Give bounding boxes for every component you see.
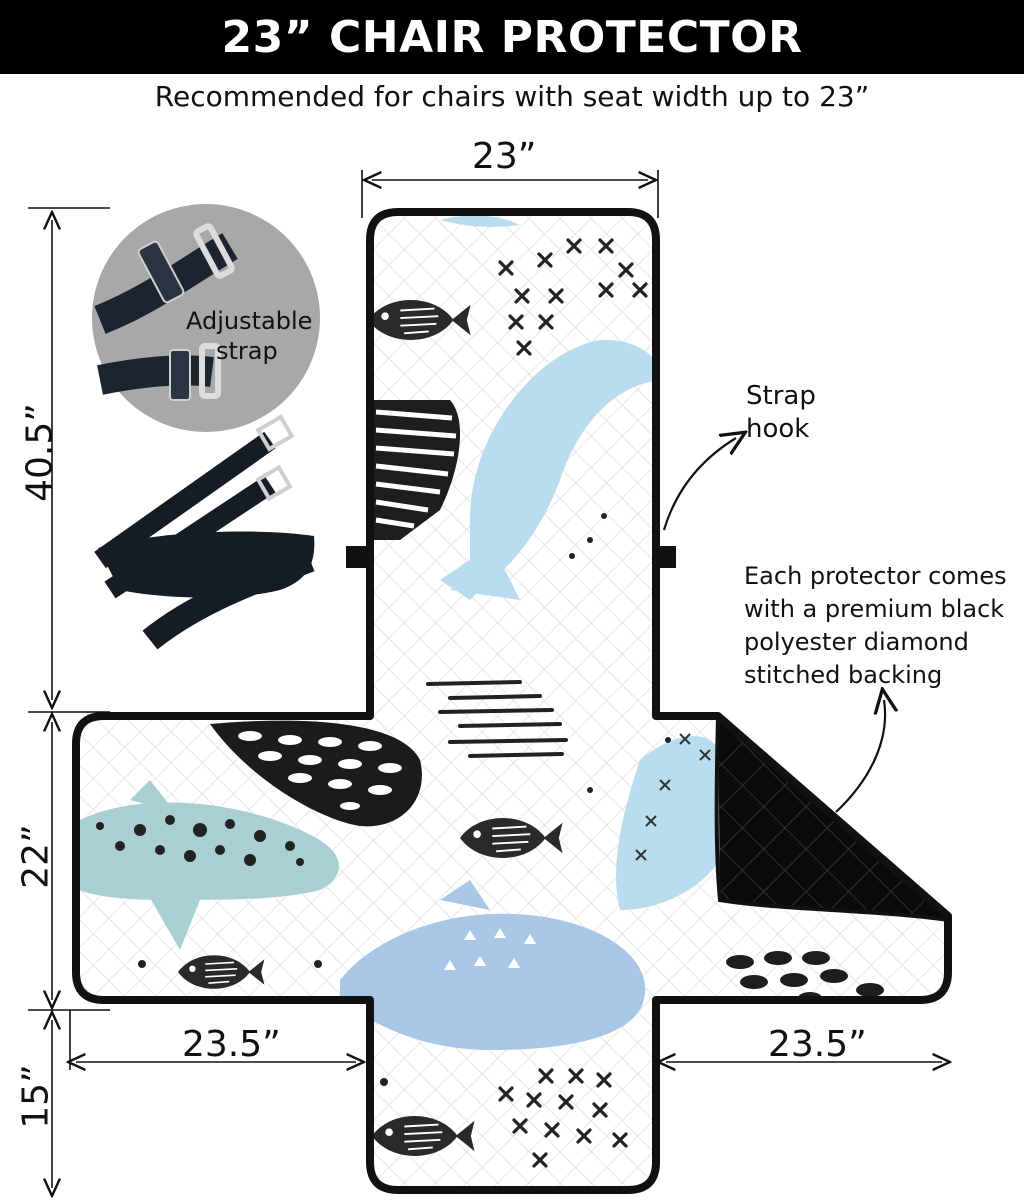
brush-lines: [426, 680, 568, 758]
backing-line-2: with a premium black: [744, 595, 1005, 623]
backing-note: Each protector comes with a premium blac…: [744, 560, 1007, 692]
strap-hook-right: [656, 546, 676, 568]
backing-line-3: polyester diamond: [744, 628, 969, 656]
strap-hook-line2: hook: [746, 414, 810, 444]
dimension-lines: [28, 170, 942, 1188]
subtitle: Recommended for chairs with seat width u…: [154, 80, 870, 113]
dolphin-icon: [440, 339, 668, 600]
adjustable-strap-line1: Adjustable: [186, 307, 313, 335]
stripe-shape: [372, 400, 461, 540]
adjustable-strap-icon: [92, 204, 320, 432]
adjustable-strap-label: Adjustable strap: [186, 306, 312, 366]
strap-hook-line1: Strap: [746, 381, 816, 411]
adjustable-strap-line2: strap: [216, 337, 278, 365]
back-height-label: 40.5”: [19, 403, 61, 502]
ellipse-cluster: [726, 951, 884, 1004]
backing-line-4: stitched backing: [744, 661, 943, 689]
callout-arrows: [662, 438, 885, 813]
cover-outline: [72, 208, 952, 1194]
backing-line-1: Each protector comes: [744, 562, 1007, 590]
strap-hook-label: Strap hook: [746, 380, 816, 446]
strap-hook-left: [346, 546, 370, 568]
dolphin-icon: [80, 780, 339, 950]
banner-title: 23” CHAIR PROTECTOR: [221, 11, 803, 63]
dolphin-icon: [616, 733, 720, 910]
front-height-label: 15”: [15, 1064, 57, 1129]
left-arm-width-label: 23.5”: [182, 1024, 281, 1065]
dotted-blob: [210, 720, 422, 827]
dolphin-icon: [340, 880, 646, 1050]
strap-bundle-icon: [94, 414, 315, 650]
title-banner: 23” CHAIR PROTECTOR: [0, 0, 1024, 74]
right-arm-width-label: 23.5”: [768, 1024, 867, 1065]
fold-edge: [714, 715, 949, 922]
seat-height-label: 22”: [15, 824, 57, 889]
top-width-label: 23”: [472, 136, 537, 177]
